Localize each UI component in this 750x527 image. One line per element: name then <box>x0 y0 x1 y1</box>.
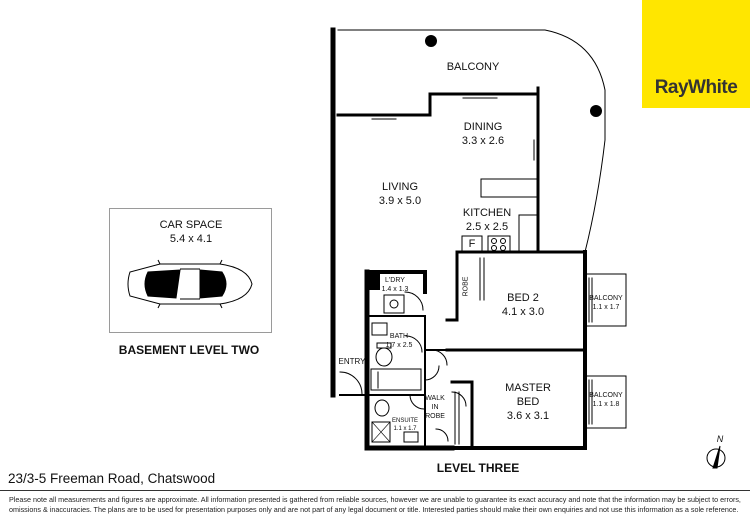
divider <box>0 490 750 491</box>
balcony-bed2 <box>584 273 627 327</box>
balcony-bed2-label: BALCONY <box>589 295 623 302</box>
entry-door-arc <box>339 371 363 395</box>
balcony-label: BALCONY <box>446 61 500 73</box>
level-three-label: LEVEL THREE <box>436 461 520 475</box>
dining-size: 3.3 x 2.6 <box>461 135 505 147</box>
compass-icon <box>706 445 726 469</box>
wir-label-2: IN <box>431 404 439 411</box>
balcony-master-size: 1.1 x 1.8 <box>592 401 620 408</box>
ensuite-top-wall <box>366 394 426 449</box>
bath-size: 1.7 x 2.5 <box>385 342 413 349</box>
car-icon <box>127 259 253 309</box>
master-label-1: MASTER <box>505 382 551 394</box>
property-address: 23/3-5 Freeman Road, Chatswood <box>8 471 216 486</box>
car-space-size: 5.4 x 4.1 <box>169 233 213 245</box>
laundry-size: 1.4 x 1.3 <box>381 286 409 293</box>
ensuite-label: ENSUITE <box>391 418 419 424</box>
bath-label: BATH <box>389 333 409 340</box>
kitchen-bench <box>518 214 539 253</box>
dining-west-wall <box>336 92 432 117</box>
laundry-wall <box>364 269 455 451</box>
compass-north-label: N <box>716 434 724 444</box>
living-label: LIVING <box>381 181 419 193</box>
kitchen-island <box>480 178 538 198</box>
bath-top-wall <box>366 315 426 337</box>
living-size: 3.9 x 5.0 <box>378 195 422 207</box>
brand-logo[interactable]: RayWhite <box>642 0 750 108</box>
kitchen-label: KITCHEN <box>462 207 512 219</box>
logo-text: RayWhite <box>654 77 738 98</box>
disclaimer-text: Please note all measurements and figures… <box>9 495 741 514</box>
basement-level-label: BASEMENT LEVEL TWO <box>118 343 260 357</box>
entry-label: ENTRY <box>338 357 366 366</box>
fridge-label: F <box>468 238 476 250</box>
wir-label-3: ROBE <box>425 413 445 420</box>
bed2-west-wall <box>445 250 459 322</box>
robe-label: ROBE <box>462 276 470 297</box>
wir-label-1: WALK <box>425 395 445 402</box>
laundry-label: L'DRY <box>385 277 405 284</box>
master-label-2: BED <box>516 396 540 408</box>
bed2-label: BED 2 <box>507 292 539 304</box>
balcony-master <box>584 375 627 429</box>
balcony-bed2-size: 1.1 x 1.7 <box>592 304 620 311</box>
wir-wall <box>450 380 474 450</box>
bed2-size: 4.1 x 3.0 <box>501 306 545 318</box>
car-space-box <box>109 208 272 333</box>
balcony-outline <box>337 29 606 253</box>
laundry-top-wall <box>365 270 427 294</box>
column-east <box>590 105 602 117</box>
dining-label: DINING <box>463 121 503 133</box>
kitchen-size: 2.5 x 2.5 <box>465 221 509 233</box>
car-space-name: CAR SPACE <box>159 219 223 231</box>
cooktop <box>487 235 511 253</box>
ensuite-size: 1.1 x 1.7 <box>393 426 417 432</box>
fridge-box <box>461 235 483 253</box>
master-size: 3.6 x 3.1 <box>506 410 550 422</box>
column-north <box>425 35 437 47</box>
balcony-master-label: BALCONY <box>589 392 623 399</box>
